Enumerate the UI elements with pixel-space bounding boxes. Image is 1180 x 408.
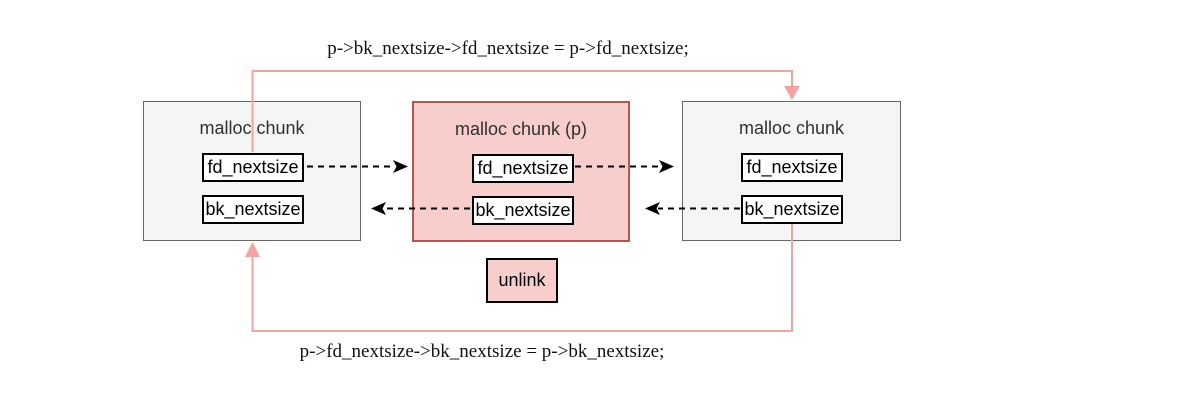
bk-nextsize-field: bk_nextsize — [741, 195, 843, 224]
bk-arrow-p-to-left-head-icon — [371, 202, 386, 215]
fd-arrow-p-to-right-head-icon — [659, 160, 674, 173]
malloc-chunk-left: malloc chunk fd_nextsize bk_nextsize — [143, 101, 361, 241]
fd-nextsize-field: fd_nextsize — [202, 153, 304, 182]
bottom-connector-arrowhead-icon — [245, 242, 260, 257]
malloc-chunk-p: malloc chunk (p) fd_nextsize bk_nextsize — [412, 101, 630, 242]
unlink-box: unlink — [486, 258, 558, 303]
malloc-chunk-right: malloc chunk fd_nextsize bk_nextsize — [682, 101, 901, 241]
fd-arrow-left-to-p-head-icon — [393, 160, 408, 173]
bottom-assignment-label: p->fd_nextsize->bk_nextsize = p->bk_next… — [299, 341, 665, 362]
top-assignment-label: p->bk_nextsize->fd_nextsize = p->fd_next… — [327, 38, 689, 59]
fd-nextsize-field: fd_nextsize — [472, 154, 574, 183]
bk-nextsize-field: bk_nextsize — [202, 195, 304, 224]
chunk-title: malloc chunk — [738, 118, 845, 138]
chunk-title: malloc chunk (p) — [454, 119, 588, 139]
top-connector-arrowhead-icon — [784, 86, 800, 100]
bk-arrow-right-to-p-head-icon — [645, 202, 660, 215]
fd-nextsize-field: fd_nextsize — [741, 153, 843, 182]
chunk-title: malloc chunk — [199, 118, 305, 138]
bk-nextsize-field: bk_nextsize — [472, 196, 574, 225]
